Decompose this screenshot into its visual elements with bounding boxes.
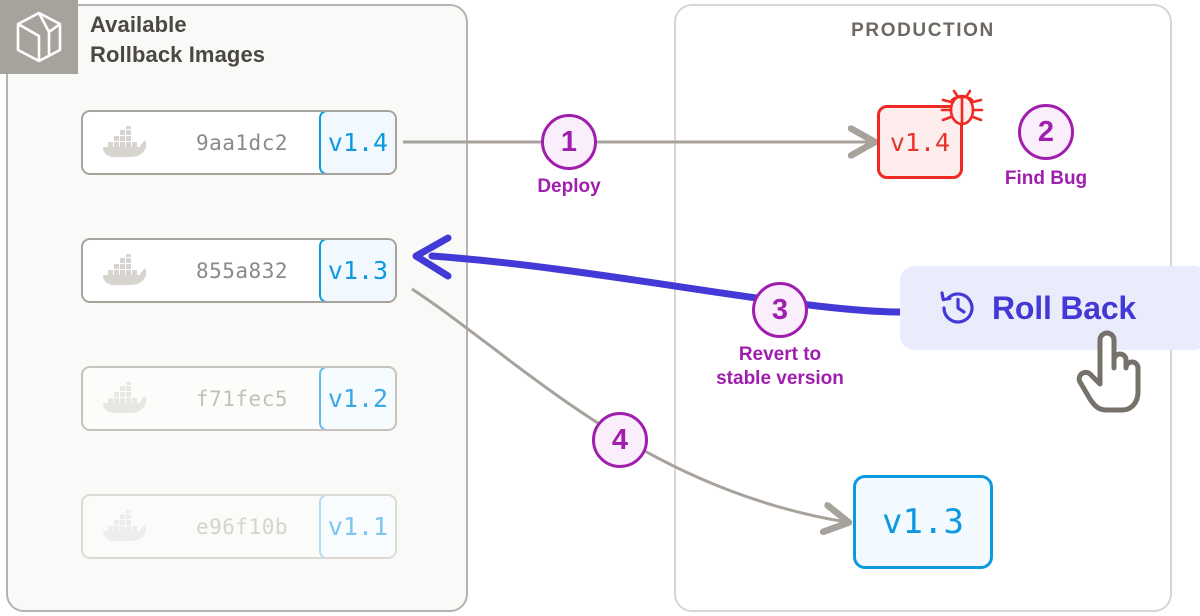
page-title-line2: Rollback Images xyxy=(90,42,266,68)
docker-whale-icon xyxy=(83,368,165,429)
page-title-line1: Available xyxy=(90,12,187,37)
step-badge-3: 3 xyxy=(752,282,808,338)
step-badge-4: 4 xyxy=(592,412,648,468)
list-item[interactable]: f71fec5 v1.2 xyxy=(81,366,397,431)
clock-rewind-icon xyxy=(940,291,974,324)
step-label-3-line1: Revert to xyxy=(738,344,822,365)
image-version-badge[interactable]: v1.3 xyxy=(319,240,395,301)
image-hash: e96f10b xyxy=(195,514,288,539)
app-logo-badge xyxy=(0,0,78,74)
list-item[interactable]: 9aa1dc2 v1.4 xyxy=(81,110,397,175)
image-version-badge[interactable]: v1.4 xyxy=(319,112,395,173)
roll-back-button[interactable]: Roll Back xyxy=(900,266,1200,350)
image-version-badge[interactable]: v1.1 xyxy=(319,496,395,557)
step-label-1: Deploy xyxy=(537,176,601,197)
page-title: Available Rollback Images xyxy=(90,10,390,71)
list-item[interactable]: e96f10b v1.1 xyxy=(81,494,397,559)
roll-back-label: Roll Back xyxy=(992,289,1137,326)
image-hash: 9aa1dc2 xyxy=(195,130,288,155)
pointing-hand-cursor xyxy=(1076,330,1141,413)
step-badge-2: 2 xyxy=(1018,104,1074,160)
docker-whale-icon xyxy=(83,240,165,301)
image-version-badge[interactable]: v1.2 xyxy=(319,368,395,429)
bug-icon xyxy=(940,89,984,126)
step-label-3-line2: stable version xyxy=(716,367,844,389)
image-hash: 855a832 xyxy=(195,258,288,283)
docker-whale-icon xyxy=(83,112,165,173)
list-item[interactable]: 855a832 v1.3 xyxy=(81,238,397,303)
production-version-box-restored: v1.3 xyxy=(853,475,993,569)
docker-whale-icon xyxy=(83,496,165,557)
image-hash: f71fec5 xyxy=(195,386,288,411)
step-label-2: Find Bug xyxy=(1004,168,1088,189)
step-label-3: Revert to stable version xyxy=(662,343,898,391)
production-heading: PRODUCTION xyxy=(851,20,995,41)
cube-box-icon xyxy=(16,11,62,63)
step-badge-1: 1 xyxy=(541,114,597,170)
